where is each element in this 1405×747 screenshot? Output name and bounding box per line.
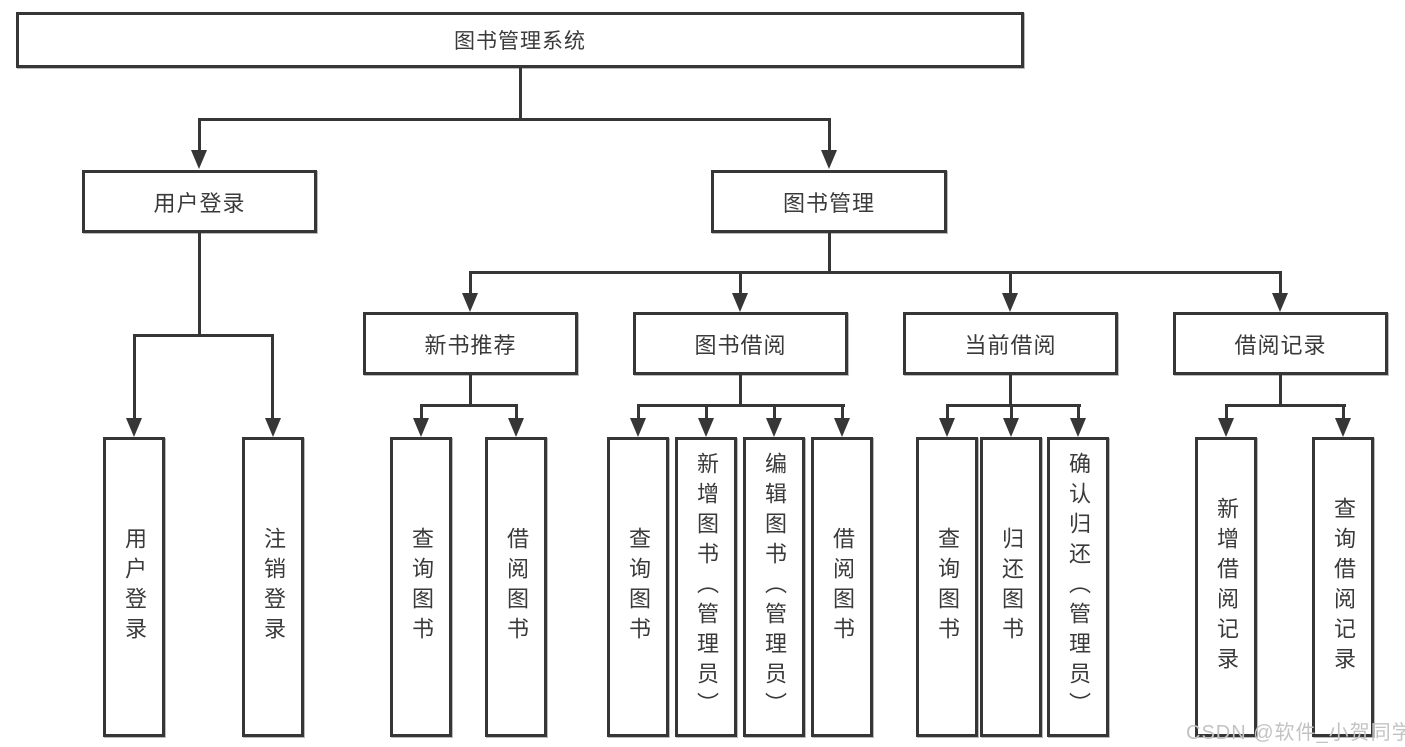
leaf-return-book: 归还图书 [980, 437, 1042, 737]
node-label: 归还图书 [999, 527, 1024, 647]
node-book-borrowing: 图书借阅 [633, 312, 848, 375]
leaf-borrow-books-recommend: 借阅图书 [485, 437, 547, 737]
arrow-down-icon [1070, 418, 1086, 437]
connector-line [828, 118, 831, 152]
arrow-down-icon [126, 418, 142, 437]
arrow-down-icon [1002, 293, 1018, 312]
arrow-down-icon [265, 418, 281, 437]
arrow-down-icon [732, 293, 748, 312]
connector-line [420, 404, 423, 420]
connector-line [1077, 404, 1080, 420]
leaf-add-book-admin: 新增图书（管理员） [675, 437, 737, 737]
arrow-down-icon [834, 418, 850, 437]
connector-line [469, 271, 1281, 274]
arrow-down-icon [462, 293, 478, 312]
node-user-login-branch: 用户登录 [82, 170, 317, 233]
leaf-confirm-return-admin: 确认归还（管理员） [1047, 437, 1109, 737]
node-label: 确认归还（管理员） [1066, 452, 1091, 722]
connector-line [773, 404, 776, 420]
node-current-borrowing: 当前借阅 [903, 312, 1118, 375]
arrow-down-icon [698, 418, 714, 437]
connector-line [946, 404, 1081, 407]
node-label: 图书管理 [782, 190, 875, 216]
node-label: 借阅记录 [1234, 332, 1327, 358]
leaf-query-books-current: 查询图书 [916, 437, 978, 737]
arrow-down-icon [766, 418, 782, 437]
connector-line [515, 404, 518, 420]
node-label: 图书借阅 [694, 332, 787, 358]
connector-line [469, 375, 472, 407]
arrow-down-icon [413, 418, 429, 437]
node-borrowing-records: 借阅记录 [1173, 312, 1388, 375]
connector-line [1010, 404, 1013, 420]
node-new-book-recommend: 新书推荐 [363, 312, 578, 375]
node-label: 编辑图书（管理员） [762, 452, 787, 722]
connector-line [133, 334, 274, 337]
connector-line [469, 271, 472, 296]
arrow-down-icon [821, 150, 837, 169]
connector-line [637, 404, 640, 420]
connector-line [739, 375, 742, 407]
csdn-watermark: CSDN @软件_小贺同学 [1186, 722, 1405, 744]
connector-line [1342, 404, 1345, 420]
leaf-edit-book-admin: 编辑图书（管理员） [743, 437, 805, 737]
connector-line [841, 404, 844, 420]
connector-line [705, 404, 708, 420]
connector-line [1009, 375, 1012, 407]
node-label: 用户登录 [153, 190, 246, 216]
connector-line [519, 68, 522, 120]
connector-line [739, 271, 742, 296]
arrow-down-icon [939, 418, 955, 437]
connector-line [198, 233, 201, 337]
arrow-down-icon [1272, 293, 1288, 312]
connector-line [637, 404, 845, 407]
connector-line [1279, 271, 1282, 296]
arrow-down-icon [1335, 418, 1351, 437]
connector-line [420, 404, 518, 407]
node-label: 新书推荐 [424, 332, 517, 358]
leaf-logout: 注销登录 [242, 437, 304, 737]
connector-line [828, 233, 831, 274]
node-label: 借阅图书 [830, 527, 855, 647]
connector-line [198, 118, 831, 121]
leaf-add-borrow-record: 新增借阅记录 [1195, 437, 1257, 737]
node-label: 新增图书（管理员） [694, 452, 719, 722]
leaf-user-login: 用户登录 [103, 437, 165, 737]
arrow-down-icon [630, 418, 646, 437]
node-label: 借阅图书 [504, 527, 529, 647]
node-label: 图书管理系统 [454, 30, 586, 53]
connector-line [1225, 404, 1346, 407]
connector-line [1279, 375, 1282, 407]
node-root-book-management-system: 图书管理系统 [16, 12, 1024, 68]
node-label: 查询图书 [935, 527, 960, 647]
leaf-borrow-books-borrowing: 借阅图书 [811, 437, 873, 737]
node-label: 注销登录 [261, 527, 286, 647]
arrow-down-icon [1003, 418, 1019, 437]
connector-line [946, 404, 949, 420]
connector-line [271, 334, 274, 420]
node-label: 查询图书 [626, 527, 651, 647]
node-label: 查询图书 [409, 527, 434, 647]
node-book-management-branch: 图书管理 [711, 170, 947, 233]
arrow-down-icon [191, 150, 207, 169]
connector-line [1009, 271, 1012, 296]
leaf-query-borrow-record: 查询借阅记录 [1312, 437, 1374, 737]
leaf-query-books-recommend: 查询图书 [390, 437, 452, 737]
leaf-query-books-borrowing: 查询图书 [607, 437, 669, 737]
connector-line [1225, 404, 1228, 420]
node-label: 新增借阅记录 [1214, 497, 1239, 677]
node-label: 用户登录 [122, 527, 147, 647]
arrow-down-icon [1218, 418, 1234, 437]
node-label: 当前借阅 [964, 332, 1057, 358]
connector-line [198, 118, 201, 152]
connector-line [133, 334, 136, 420]
node-label: 查询借阅记录 [1331, 497, 1356, 677]
arrow-down-icon [508, 418, 524, 437]
